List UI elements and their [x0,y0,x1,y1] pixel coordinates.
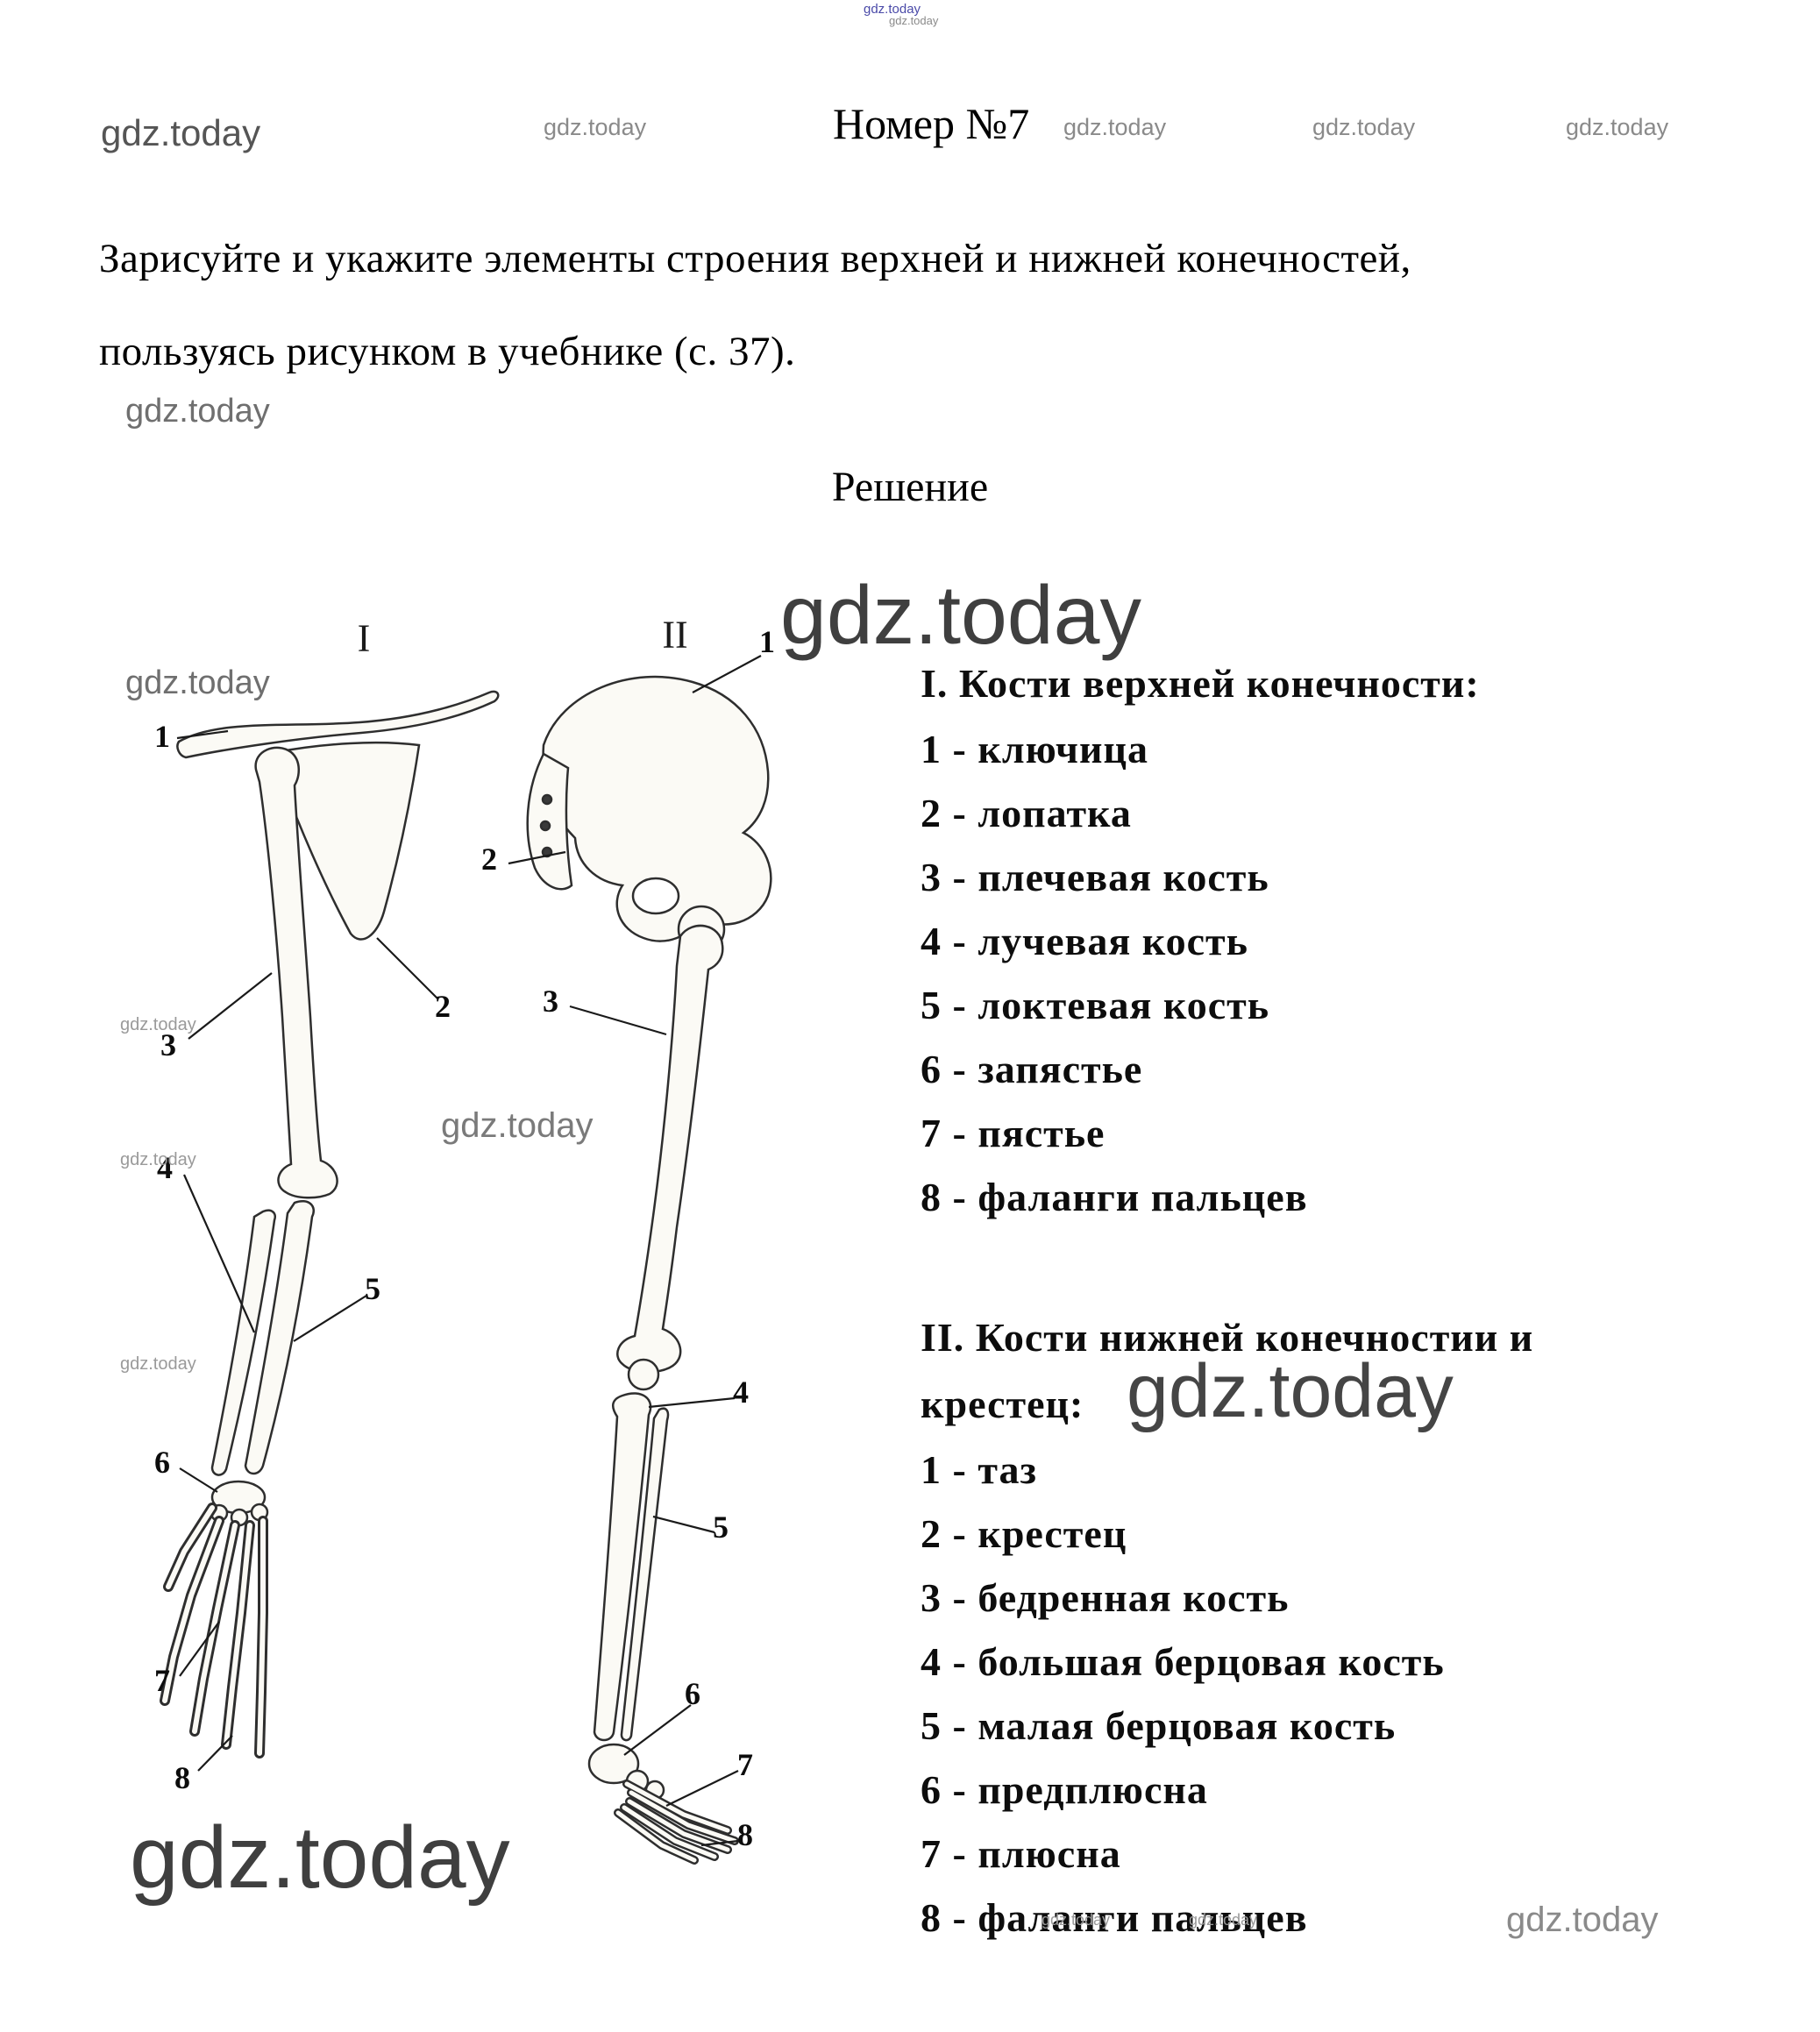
legend-item: 3 - бедренная кость [921,1575,1290,1620]
watermark: gdz.today [125,393,270,430]
legend-item: 6 - запястье [921,1047,1143,1091]
leg-number-2: 2 [481,842,497,877]
leg-number-6: 6 [685,1676,700,1711]
legend-item: 1 - таз [921,1447,1037,1492]
watermark: gdz.today [441,1106,594,1145]
sacrum-bone [526,752,573,891]
arm-number-6: 6 [154,1445,170,1480]
leg-number-8: 8 [737,1817,753,1852]
legend-item: 5 - локтевая кость [921,983,1270,1027]
legend: I. Кости верхней конечности: 1 - ключица… [921,650,1806,1950]
leg-number-4: 4 [733,1375,749,1410]
arm-number-7: 7 [154,1663,170,1698]
sacral-foramen [541,793,553,806]
hand-fingers-fill [162,1505,266,1756]
legend-upper-title: I. Кости верхней конечности: [921,661,1480,706]
task-text-line1: Зарисуйте и укажите элементы строения ве… [99,236,1411,281]
watermark: gdz.today [1063,114,1167,140]
legend-item: 1 - ключица [921,727,1148,771]
watermark: gdz.today [120,1354,196,1374]
arm-number-5: 5 [365,1271,380,1306]
legend-item: 4 - лучевая кость [921,919,1248,963]
watermark: gdz.today [1042,1911,1111,1929]
arm-number-2: 2 [435,989,451,1024]
patella-bone [627,1358,660,1391]
watermark: gdz.today [1566,114,1669,140]
legend-lower-title-line2: крестец: [921,1382,1084,1426]
legend-item: 8 - фаланги пальцев [921,1175,1308,1219]
watermark: gdz.today [1189,1911,1258,1929]
watermark: gdz.today [120,1015,196,1034]
legend-item: 3 - плечевая кость [921,855,1269,899]
watermark: gdz.today [780,569,1141,662]
arm-number-3: 3 [160,1027,176,1062]
femur-bone [616,924,724,1374]
watermark: gdz.today [864,2,921,17]
leg-skeleton [526,675,772,1801]
arm-number-8: 8 [174,1760,190,1795]
obturator-foramen [631,877,680,915]
legend-item: 7 - пястье [921,1111,1106,1155]
radius-bone [210,1209,276,1476]
task-text-line2: пользуясь рисунком в учебнике (с. 37). [99,329,796,374]
leg-number-5: 5 [713,1510,729,1545]
legend-section-gap [921,1229,1806,1304]
pelvis-bone [542,675,772,942]
fibula-bone [620,1407,670,1742]
watermark: gdz.today [125,664,270,701]
watermark: gdz.today [544,114,647,140]
leg-number-1: 1 [759,624,775,659]
watermark: gdz.today [1127,1349,1454,1433]
solution-heading: Решение [831,464,989,510]
watermark: gdz.today [101,112,261,153]
arm-number-4: 4 [157,1150,173,1185]
legend-item: 2 - лопатка [921,791,1132,835]
leg-number-3: 3 [543,984,558,1019]
legend-item: 2 - крестец [921,1511,1127,1556]
arm-figure-label: I [357,616,371,660]
legend-item: 6 - предплюсна [921,1767,1208,1812]
legend-item: 4 - большая берцовая кость [921,1639,1445,1684]
anatomy-figure [160,655,772,1865]
leader-lines [176,655,762,1847]
arm-number-1: 1 [154,719,170,754]
arm-skeleton [176,690,500,1527]
watermark: gdz.today [120,1150,196,1169]
legend-lower-title-line1: II. Кости нижней конечностии и [921,1315,1534,1360]
page-title: Номер №7 [833,99,1030,148]
leg-figure-label: II [662,613,688,657]
legend-item: 8 - фаланги пальцев [921,1895,1308,1940]
legend-item: 7 - плюсна [921,1831,1121,1876]
legend-item: 5 - малая берцовая кость [921,1703,1397,1748]
clavicle-bone [176,690,500,759]
watermark: gdz.today [889,14,939,27]
ulna-bone [244,1200,315,1475]
sacral-foramen [539,820,551,832]
humerus-bone [254,746,338,1199]
leg-number-7: 7 [737,1747,753,1782]
scapula-bone [274,741,421,941]
watermark: gdz.today [1506,1901,1659,1939]
tibia-bone [593,1392,652,1742]
watermark: gdz.today [130,1808,510,1907]
watermark: gdz.today [1312,114,1416,140]
